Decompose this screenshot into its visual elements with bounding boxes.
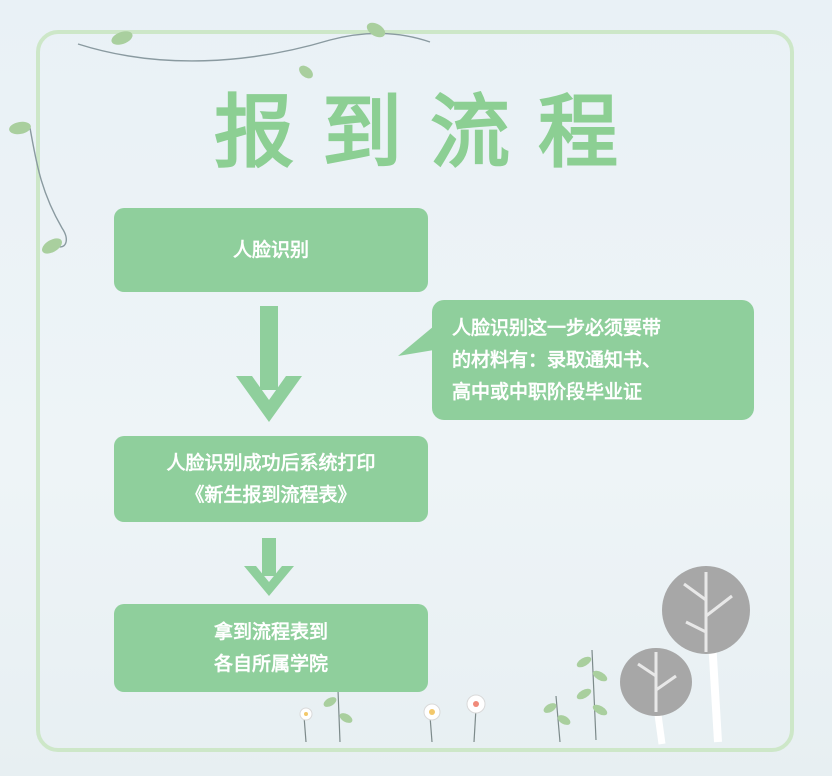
tree-illustration — [620, 566, 750, 745]
step-2-line-1: 人脸识别成功后系统打印 — [166, 452, 376, 474]
step-1-text: 人脸识别 — [232, 239, 309, 261]
note-line-2: 的材料有：录取通知书、 — [452, 349, 662, 371]
leaf-icon — [366, 22, 386, 38]
flower-icon — [299, 694, 486, 721]
down-arrow-icon — [236, 306, 302, 422]
step-3-line-1: 拿到流程表到 — [213, 621, 328, 643]
callout-pointer — [398, 326, 434, 356]
step-2-box: 人脸识别成功后系统打印 《新生报到流程表》 — [114, 436, 428, 522]
step-1-box: 人脸识别 — [114, 208, 428, 292]
leaf-icon — [299, 65, 313, 79]
leaf-icon — [42, 238, 62, 254]
decorative-frame — [36, 30, 794, 752]
down-arrow-icon — [244, 538, 294, 596]
leaf-icon — [111, 31, 133, 45]
note-line-3: 高中或中职阶段毕业证 — [452, 381, 643, 403]
leaf-icon — [9, 121, 31, 135]
page-title: 报到流程 — [214, 86, 646, 179]
note-callout: 人脸识别这一步必须要带 的材料有：录取通知书、 高中或中职阶段毕业证 — [432, 300, 754, 420]
step-3-box: 拿到流程表到 各自所属学院 — [114, 604, 428, 692]
step-2-line-2: 《新生报到流程表》 — [185, 484, 357, 506]
note-line-1: 人脸识别这一步必须要带 — [452, 317, 662, 339]
step-3-line-2: 各自所属学院 — [213, 653, 328, 675]
